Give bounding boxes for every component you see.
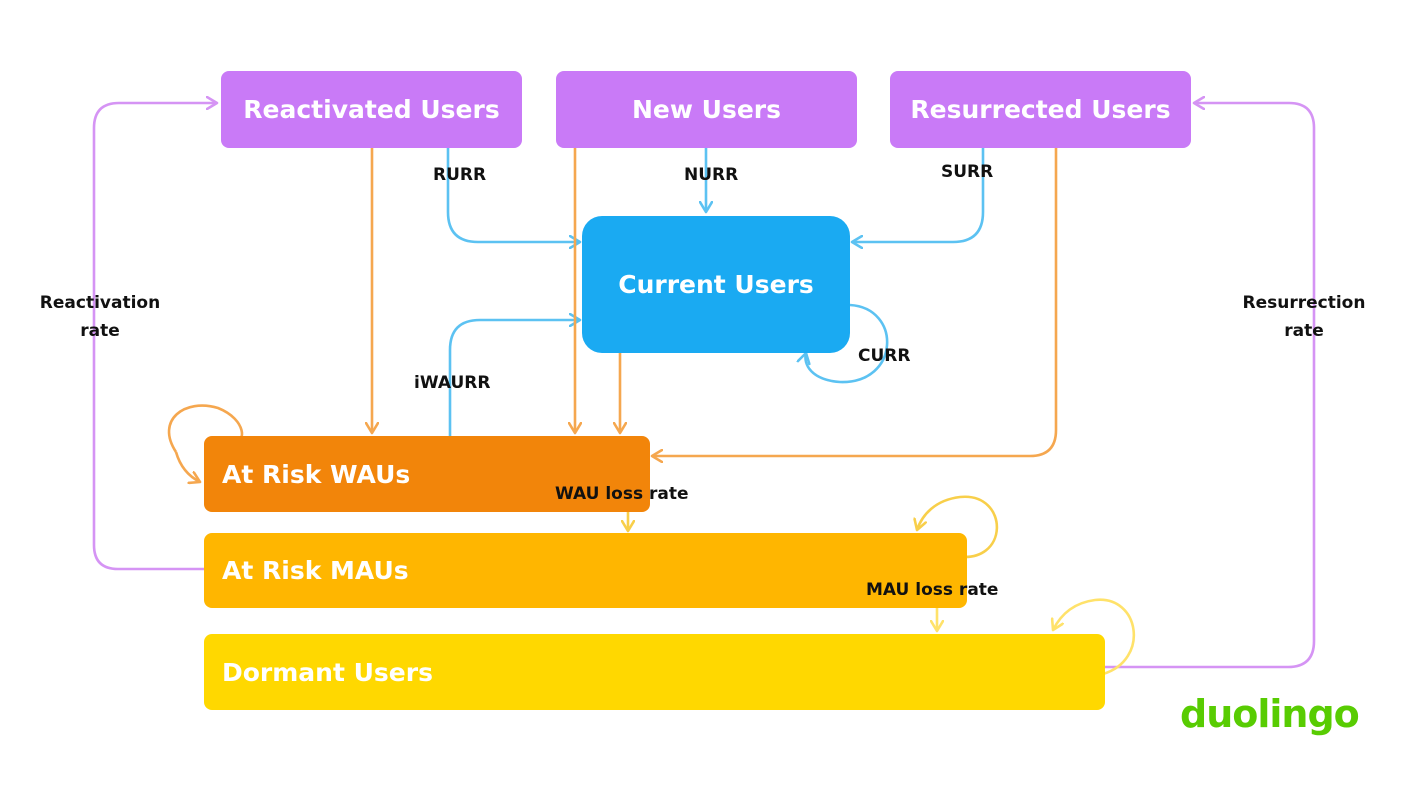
dormant-users-node: Dormant Users [204,634,1105,710]
resurrection-rate-label: Resurrection rate [1236,289,1372,345]
resurrection-label-line2: rate [1284,321,1324,341]
resurrection-edge [1105,103,1316,669]
reactivation-edge [92,103,217,571]
current-users-node: Current Users [582,216,850,353]
at-risk-maus-node: At Risk MAUs [204,533,967,608]
nurr-label: NURR [684,165,739,185]
iwaurr-edge [448,320,580,436]
reactivation-label-line1: Reactivation [39,293,161,313]
rurr-edge [446,148,580,242]
resurrected-users-node: Resurrected Users [890,71,1191,148]
iwaurr-label: iWAURR [414,373,491,393]
surr-edge [852,148,985,242]
wau-retention-edge-tail [174,451,200,482]
duolingo-logo: duolingo [1180,692,1360,736]
reactivation-rate-label: Reactivation rate [34,289,166,345]
surr-label: SURR [941,162,994,182]
resurrection-label-line1: Resurrection [1242,293,1366,313]
reactivated-users-node: Reactivated Users [221,71,522,148]
curr-edge [805,303,889,384]
at-risk-waus-node: At Risk WAUs [204,436,650,512]
rurr-label: RURR [433,165,487,185]
curr-label: CURR [858,346,911,366]
wau-loss-label: WAU loss rate [555,484,689,504]
new-users-node: New Users [556,71,857,148]
dormant-retention-edge [1053,598,1136,676]
mau-loss-label: MAU loss rate [866,580,999,600]
resurrected-to-wau-edge [652,148,1058,456]
reactivation-label-line2: rate [80,321,120,341]
mau-retention-edge [917,495,999,559]
